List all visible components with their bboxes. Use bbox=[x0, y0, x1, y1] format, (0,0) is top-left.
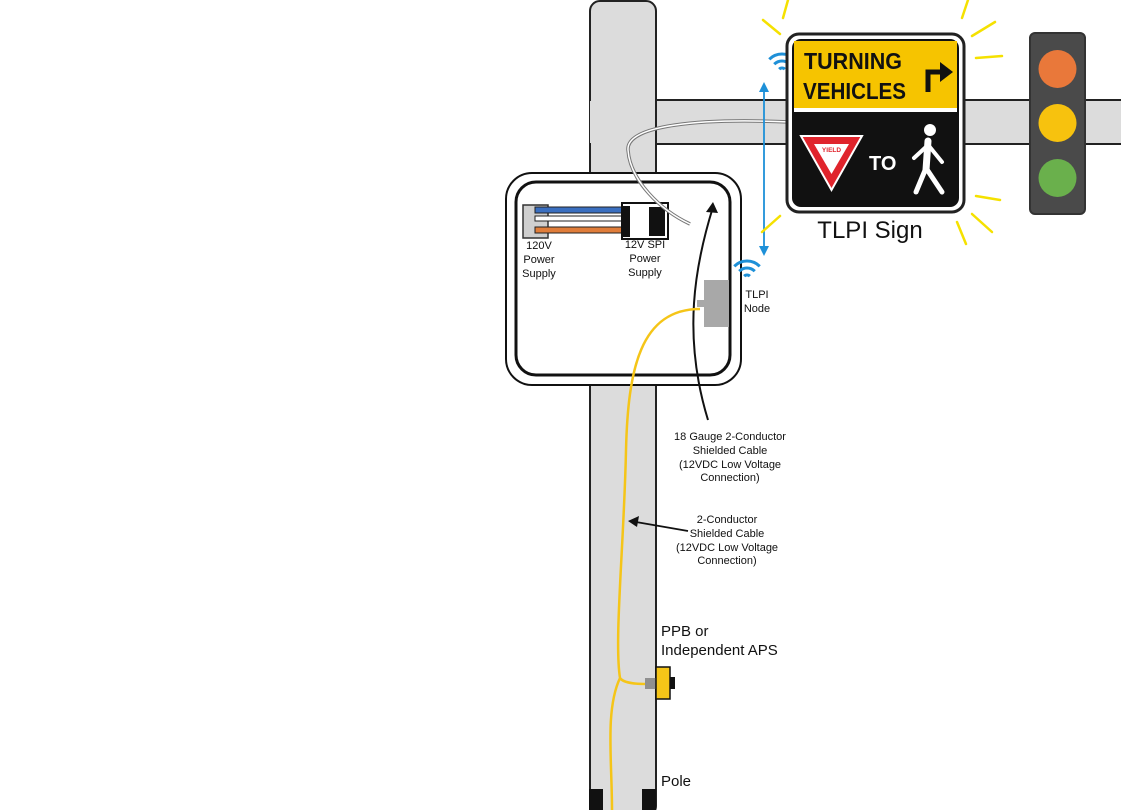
light-red bbox=[1038, 50, 1077, 88]
pole-base-left bbox=[589, 789, 603, 810]
power-supply-120v bbox=[522, 204, 624, 239]
pole-joint bbox=[590, 101, 654, 143]
label-120v-power-supply: 120V Power Supply bbox=[517, 240, 561, 281]
light-amber bbox=[1038, 104, 1077, 142]
wireless-signal-icon bbox=[733, 259, 761, 278]
label-18ga-line2: Shielded Cable bbox=[692, 444, 768, 457]
pedestrian-icon bbox=[912, 124, 945, 195]
label-cable-18ga: 18 Gauge 2-Conductor Shielded Cable (12V… bbox=[666, 431, 794, 486]
label-ppb-line2: Independent APS bbox=[661, 641, 778, 659]
label-ppb-line1: PPB or bbox=[661, 623, 709, 640]
sign-title: TLPI Sign bbox=[817, 217, 923, 244]
label-18ga-line3: (12VDC Low Voltage bbox=[678, 458, 782, 471]
label-node-line1: TLPI bbox=[745, 289, 769, 301]
cable-18ga-arrowhead bbox=[706, 202, 718, 213]
label-2c-line2: Shielded Cable bbox=[689, 527, 765, 540]
yellow-cable bbox=[609, 307, 701, 810]
label-120v-line1: 120V bbox=[526, 240, 552, 252]
radio-link-arrow bbox=[759, 82, 769, 256]
label-ppb: PPB or Independent APS bbox=[661, 623, 778, 661]
label-2c-line1: 2-Conductor bbox=[696, 514, 758, 526]
light-green bbox=[1038, 159, 1077, 197]
pole-base-right bbox=[642, 789, 656, 810]
label-pole: Pole bbox=[661, 773, 692, 790]
label-18ga-line4: Connection) bbox=[700, 472, 760, 485]
flash-rays bbox=[760, 0, 1004, 246]
tlpi-node bbox=[704, 280, 729, 327]
tlpi-sign bbox=[785, 32, 966, 214]
to-word: TO bbox=[869, 153, 896, 175]
traffic-signal bbox=[1029, 32, 1086, 215]
label-node-line2: Node bbox=[743, 302, 771, 315]
label-cable-2c: 2-Conductor Shielded Cable (12VDC Low Vo… bbox=[668, 514, 786, 569]
right-turn-arrow-icon bbox=[925, 62, 953, 92]
label-2c-line4: Connection) bbox=[697, 555, 757, 568]
label-12v-line2: Power bbox=[629, 252, 661, 265]
label-2c-line3: (12VDC Low Voltage bbox=[675, 541, 779, 554]
label-120v-line2: Power bbox=[523, 253, 555, 266]
cable-2c-arrow bbox=[628, 516, 689, 532]
sign-line-2: VEHICLES bbox=[803, 78, 906, 104]
power-supply-12v bbox=[621, 202, 669, 240]
label-12v-line3: Supply bbox=[628, 266, 662, 279]
label-12v-line1: 12V SPI bbox=[624, 239, 666, 251]
label-tlpi-node: TLPI Node bbox=[737, 289, 777, 317]
label-18ga-line1: 18 Gauge 2-Conductor bbox=[674, 431, 786, 443]
cable-18ga-line bbox=[692, 206, 714, 421]
sign-line-1: TURNING bbox=[804, 48, 902, 74]
label-120v-line3: Supply bbox=[522, 267, 556, 280]
label-12v-power-supply: 12V SPI Power Supply bbox=[617, 239, 673, 280]
yield-sign-icon bbox=[799, 135, 864, 193]
ppb-aps-device bbox=[645, 666, 675, 700]
yield-word: YIELD bbox=[822, 147, 841, 154]
